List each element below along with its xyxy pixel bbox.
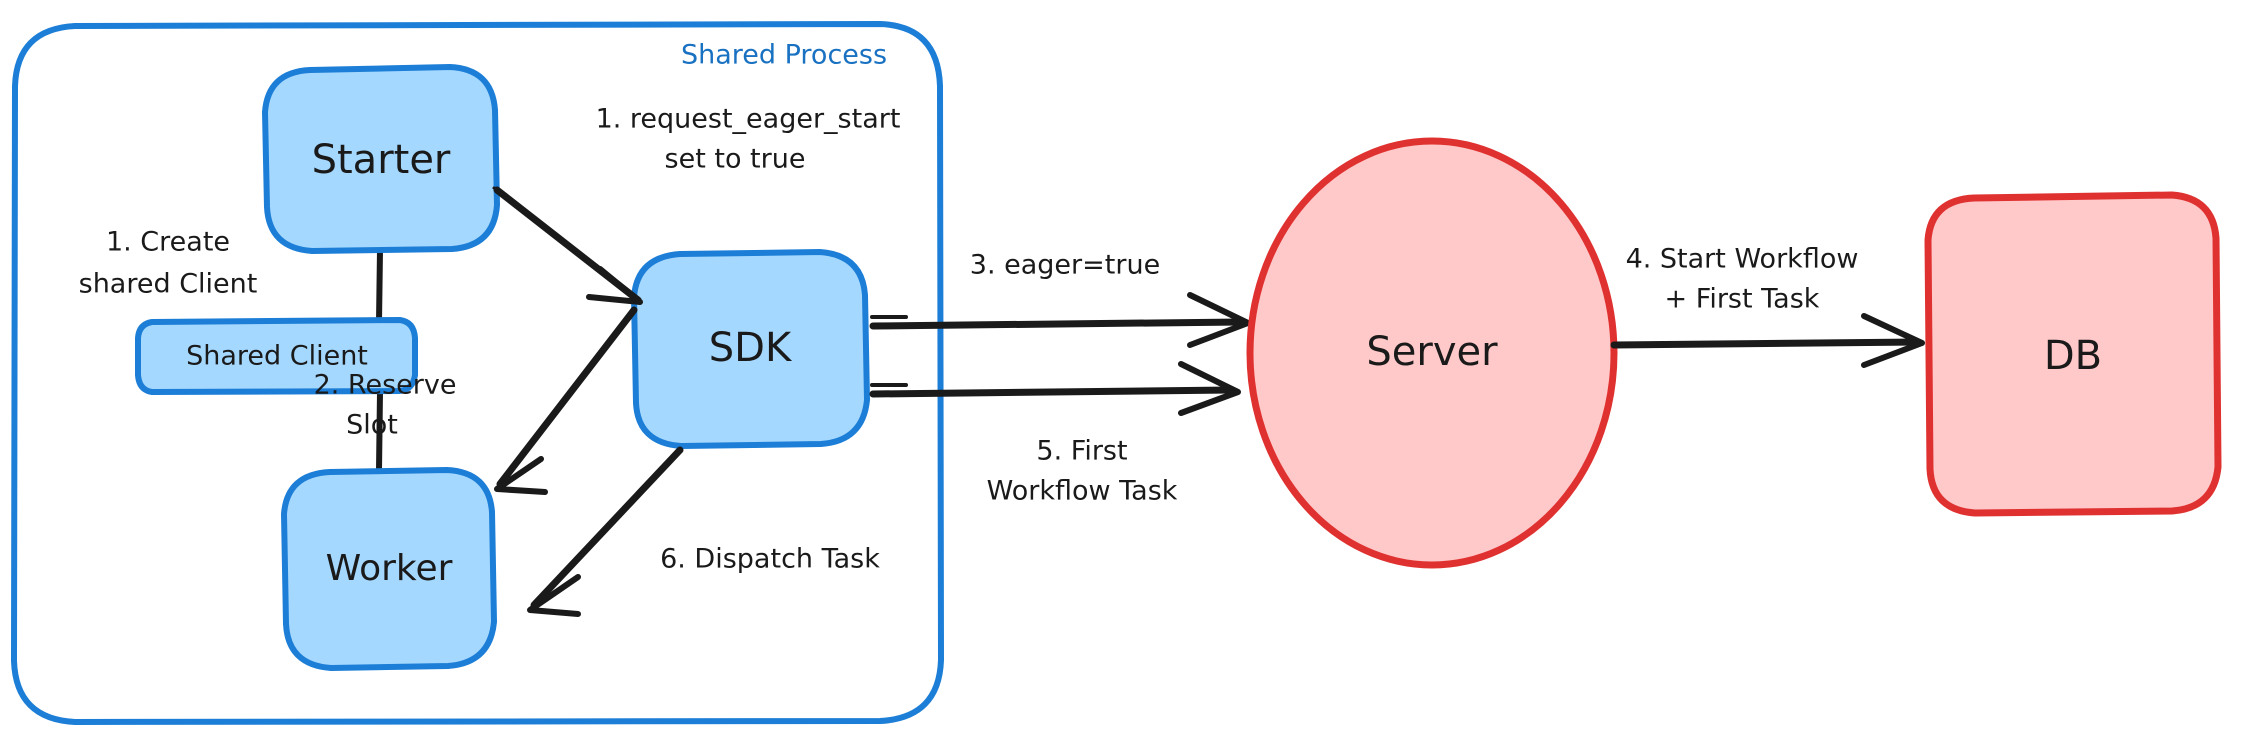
- edge-eager-true-line: [869, 318, 1245, 330]
- node-starter-border: [262, 64, 500, 254]
- edge-reserve-slot-label-1: 2. Reserve: [314, 370, 457, 401]
- edge-request-eager-start-label-1: 1. request_eager_start: [596, 104, 901, 135]
- node-starter-label: Starter: [312, 137, 451, 183]
- edge-first-workflow-task[interactable]: 5. First Workflow Task: [869, 361, 1241, 507]
- edge-create-shared-client-seg2: [376, 389, 383, 473]
- node-worker[interactable]: Worker: [281, 467, 497, 671]
- node-sdk-label: SDK: [709, 325, 793, 371]
- shared-process-group[interactable]: Shared Process: [11, 21, 944, 725]
- node-worker-border: [281, 467, 497, 671]
- node-starter-fill: [265, 67, 497, 251]
- edge-start-workflow[interactable]: 4. Start Workflow + First Task: [1610, 244, 1925, 368]
- edge-reserve-slot-line: [496, 306, 638, 488]
- edge-first-workflow-task-label-2: Workflow Task: [987, 476, 1178, 507]
- node-sdk-border: [631, 249, 870, 449]
- edge-dispatch-task-line: [530, 446, 684, 609]
- shared-process-title: Shared Process: [681, 40, 887, 71]
- edge-request-eager-start-arrowhead: [586, 266, 643, 305]
- edge-eager-true-arrowhead: [1187, 292, 1251, 348]
- edge-reserve-slot-label-2: Slot: [346, 410, 398, 441]
- node-shared-client-label: Shared Client: [186, 341, 368, 372]
- node-db-border: [1924, 191, 2222, 517]
- edge-create-shared-client-label-1: 1. Create: [106, 227, 230, 258]
- node-shared-client[interactable]: Shared Client: [135, 317, 418, 395]
- edge-request-eager-start[interactable]: 1. request_eager_start set to true: [492, 104, 901, 305]
- edge-create-shared-client[interactable]: 1. Create shared Client: [79, 227, 383, 473]
- node-starter[interactable]: Starter: [262, 64, 500, 254]
- node-server-label: Server: [1366, 329, 1498, 375]
- edge-dispatch-task[interactable]: 6. Dispatch Task: [527, 446, 880, 617]
- edge-request-eager-start-label-2: set to true: [665, 144, 806, 175]
- edge-dispatch-task-label-1: 6. Dispatch Task: [660, 544, 880, 575]
- node-server-fill: [1250, 141, 1614, 565]
- edge-eager-true[interactable]: 3. eager=true: [869, 250, 1251, 348]
- edge-start-workflow-label-1: 4. Start Workflow: [1626, 244, 1859, 275]
- node-sdk[interactable]: SDK: [631, 249, 870, 449]
- edge-first-workflow-task-label-1: 5. First: [1036, 436, 1127, 467]
- node-sdk-fill: [634, 252, 867, 446]
- edge-first-workflow-task-arrowhead: [1178, 361, 1241, 416]
- node-db-label: DB: [2044, 333, 2102, 379]
- edge-create-shared-client-label-2: shared Client: [79, 269, 258, 300]
- node-db-fill: [1928, 195, 2218, 513]
- node-db[interactable]: DB: [1924, 191, 2222, 517]
- node-worker-label: Worker: [326, 548, 453, 589]
- edge-eager-true-label-1: 3. eager=true: [970, 250, 1160, 281]
- edge-start-workflow-label-2: + First Task: [1665, 284, 1820, 315]
- node-server[interactable]: Server: [1246, 137, 1618, 569]
- node-shared-client-fill: [138, 320, 415, 392]
- node-worker-fill: [284, 470, 494, 668]
- edge-start-workflow-line: [1610, 338, 1919, 349]
- edge-first-workflow-task-line: [869, 386, 1235, 398]
- edge-reserve-slot[interactable]: 2. Reserve Slot: [314, 306, 638, 495]
- shared-process-border: [11, 21, 944, 725]
- edge-start-workflow-arrowhead: [1861, 313, 1925, 368]
- node-shared-client-border: [135, 317, 418, 395]
- edge-reserve-slot-arrowhead: [494, 456, 548, 495]
- node-server-border: [1246, 137, 1618, 569]
- edge-create-shared-client-seg1: [376, 247, 383, 325]
- edge-dispatch-task-arrowhead: [527, 574, 581, 617]
